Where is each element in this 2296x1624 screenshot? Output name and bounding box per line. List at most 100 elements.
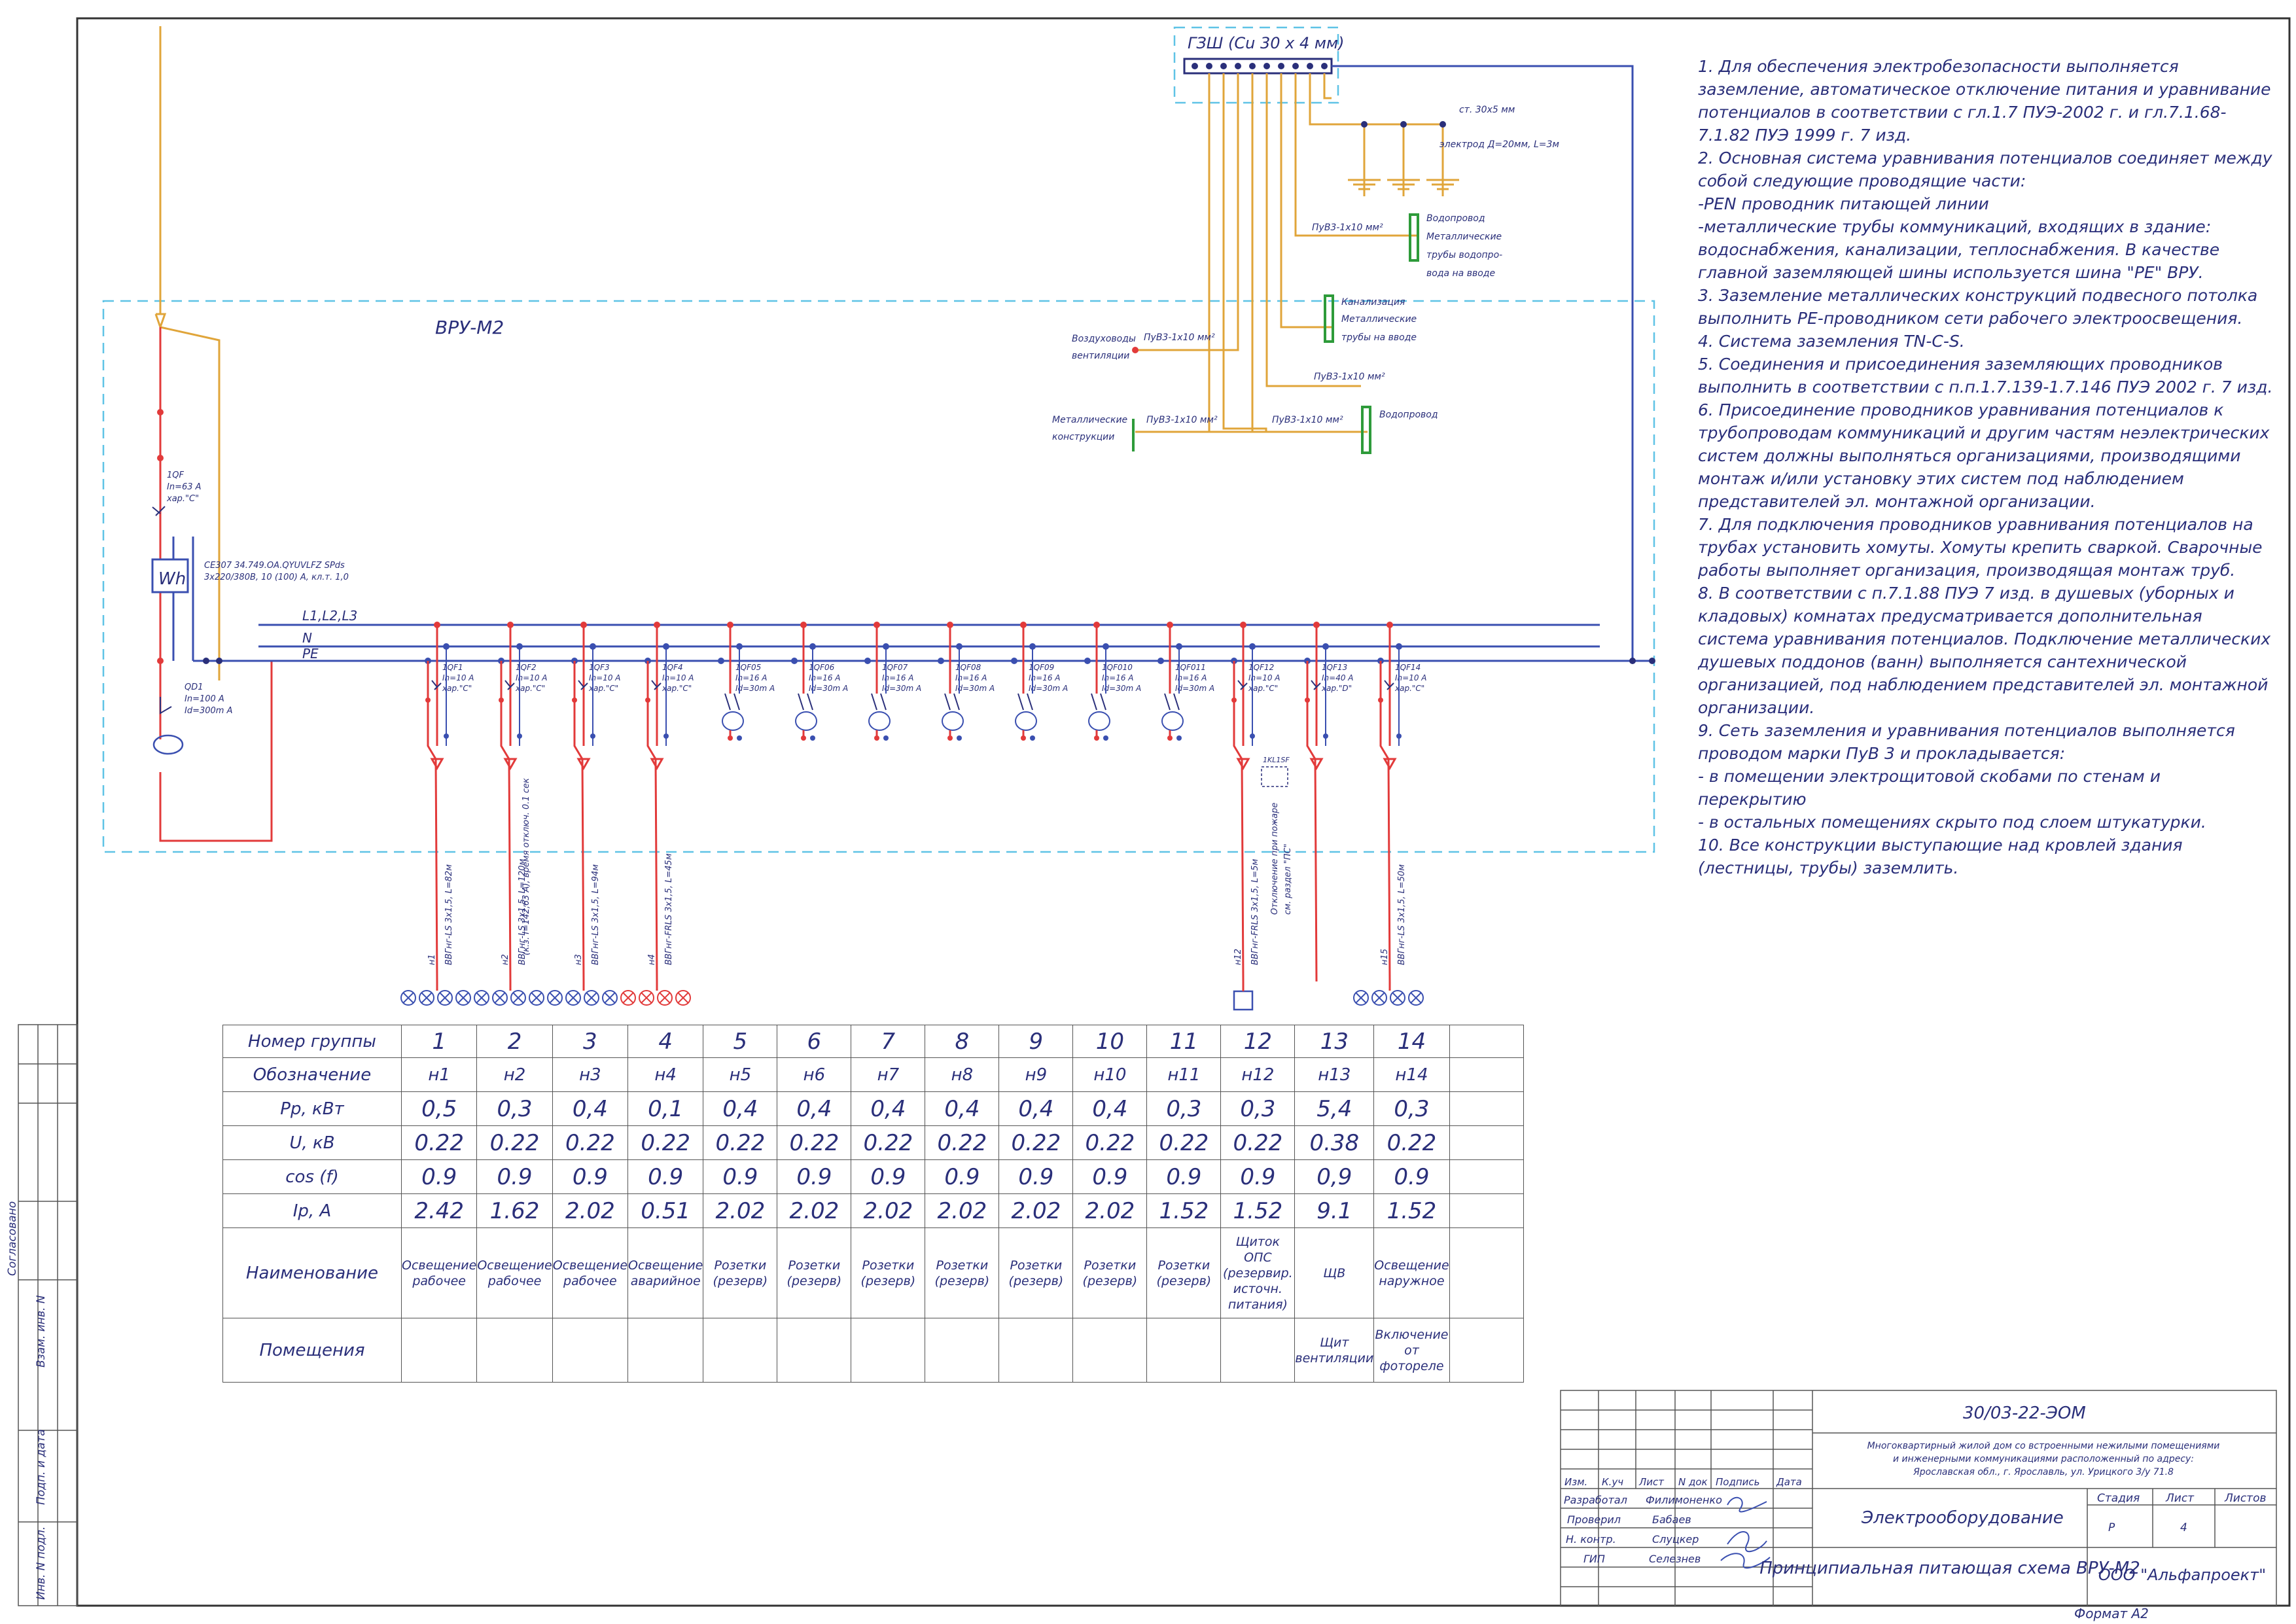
n-node bbox=[1250, 733, 1255, 739]
table-cell: 2.02 bbox=[1072, 1193, 1148, 1228]
breaker-label: 1QF13 bbox=[1322, 663, 1347, 672]
table-cell: н11 bbox=[1146, 1057, 1222, 1092]
table-cell-empty bbox=[1449, 1125, 1524, 1160]
breaker-label: In=16 A bbox=[1029, 673, 1061, 682]
table-cell: 0.22 bbox=[400, 1125, 478, 1160]
breaker-label: 1QF08 bbox=[955, 663, 981, 672]
lamp-icon bbox=[639, 990, 654, 1006]
breaker-label: 1QF14 bbox=[1395, 663, 1421, 672]
table-cell: 4 bbox=[627, 1025, 704, 1058]
pe-conductor bbox=[573, 661, 585, 982]
table-cell bbox=[552, 1318, 629, 1383]
table-cell: Розетки (резерв) bbox=[851, 1227, 926, 1318]
switch-symbol bbox=[724, 693, 740, 711]
lamp-icon bbox=[1353, 990, 1369, 1006]
table-cell: н5 bbox=[703, 1057, 778, 1092]
n-node bbox=[444, 733, 449, 739]
row-header: Наименование bbox=[222, 1227, 402, 1318]
cable-label: ВВГнг-FRLS 3х1,5, L=5м bbox=[1250, 858, 1260, 965]
line-label: н12 bbox=[1233, 949, 1243, 965]
lamp-cross bbox=[439, 992, 451, 1004]
lamp-icon bbox=[602, 990, 618, 1006]
table-cell-empty bbox=[1449, 1318, 1524, 1383]
table-cell: Розетки (резерв) bbox=[925, 1227, 1000, 1318]
breaker-label: 1QF09 bbox=[1029, 663, 1054, 672]
table-cell: н2 bbox=[476, 1057, 553, 1092]
lamp-icon bbox=[565, 990, 581, 1006]
table-cell: 0.9 bbox=[1072, 1159, 1148, 1194]
vru-label: ВРУ-М2 bbox=[435, 317, 504, 338]
lamp-icon bbox=[492, 990, 508, 1006]
rcd-ring bbox=[1161, 711, 1184, 731]
out-node bbox=[874, 735, 879, 741]
breaker-label: In=10 A bbox=[589, 673, 621, 682]
pe-link-line bbox=[1332, 65, 1634, 661]
lamp-cross bbox=[677, 992, 689, 1004]
table-cell: Включение от фотореле bbox=[1373, 1318, 1450, 1383]
table-cell: 3 bbox=[552, 1025, 629, 1058]
group13-note-2: см. раздел "ПС" bbox=[1283, 843, 1293, 915]
stamp-stage-headers: Стадия Лист Листов bbox=[2097, 1492, 2267, 1505]
table-cell: Щит вентиляции bbox=[1294, 1318, 1375, 1383]
duct-node bbox=[1132, 347, 1139, 353]
table-cell: 0,4 bbox=[777, 1091, 852, 1126]
svg-text:Дата: Дата bbox=[1776, 1476, 1802, 1488]
lamp-icon bbox=[584, 990, 599, 1006]
table-cell bbox=[1072, 1318, 1148, 1383]
line-label: н15 bbox=[1380, 949, 1390, 965]
note-item: -металлические трубы коммуникаций, входя… bbox=[1698, 217, 2225, 282]
note-item: 4. Система заземления TN-C-S. bbox=[1698, 332, 1965, 351]
side-label-agreed: Согласовано bbox=[6, 1201, 19, 1276]
table-cell: 0.22 bbox=[925, 1125, 1000, 1160]
breaker-label: хар."С" bbox=[515, 684, 545, 693]
table-cell: Освещение наружное bbox=[1373, 1227, 1450, 1318]
tap-pe bbox=[1011, 658, 1017, 664]
table-cell: Освещение рабочее bbox=[476, 1227, 553, 1318]
cable-label: ВВГнг-LS 3х1,5, L=50м bbox=[1397, 864, 1407, 965]
n-node bbox=[517, 733, 522, 739]
table-cell: 0,4 bbox=[1072, 1091, 1148, 1126]
svg-text:ПуВ3-1х10 мм²: ПуВ3-1х10 мм² bbox=[1314, 372, 1385, 382]
breaker-symbol bbox=[431, 680, 442, 690]
incoming-feeder bbox=[154, 26, 273, 842]
breaker-symbol bbox=[1311, 680, 1321, 690]
table-cell: 0,3 bbox=[1373, 1091, 1450, 1126]
breaker-label: In=10 A bbox=[1395, 673, 1427, 682]
breaker-label: 1QF1 bbox=[442, 663, 463, 672]
breaker-label: хар."D" bbox=[1321, 684, 1352, 693]
out-node bbox=[1030, 735, 1035, 741]
title-block bbox=[1560, 1390, 2277, 1607]
note-item: 8. В соответствии с п.7.1.88 ПУЭ 7 изд. … bbox=[1698, 584, 2276, 717]
lamp-icon bbox=[675, 990, 691, 1006]
switch-symbol bbox=[798, 693, 813, 711]
table-cell: 0.9 bbox=[851, 1159, 926, 1194]
table-cell: 2 bbox=[476, 1025, 553, 1058]
input-nodes bbox=[157, 409, 164, 664]
group13-note-1: Отключение при пожаре bbox=[1270, 803, 1280, 915]
breaker-label: Id=30m A bbox=[1102, 684, 1141, 693]
table-cell: 13 bbox=[1294, 1025, 1375, 1058]
stamp-project-1: Многоквартирный жилой дом со встроенными… bbox=[1867, 1441, 2220, 1451]
breaker-label: In=10 A bbox=[442, 673, 474, 682]
sheet-frame bbox=[76, 17, 2291, 1607]
bonding-conductors bbox=[1135, 73, 1444, 433]
svg-text:ПуВ3-1х10 мм²: ПуВ3-1х10 мм² bbox=[1144, 332, 1215, 343]
note-item: 3. Заземление металлических конструкций … bbox=[1698, 286, 2263, 328]
breaker-label: хар."С" bbox=[1248, 684, 1278, 693]
table-cell: 2.02 bbox=[925, 1193, 1000, 1228]
pe-conductor bbox=[646, 661, 658, 982]
vru-enclosure bbox=[102, 300, 1655, 853]
lamp-icon bbox=[474, 990, 489, 1006]
lamp-icon bbox=[657, 990, 673, 1006]
svg-text:QD1: QD1 bbox=[185, 682, 203, 692]
breaker-label: 1QF011 bbox=[1175, 663, 1206, 672]
table-cell: 0,4 bbox=[851, 1091, 926, 1126]
switch-symbol bbox=[944, 693, 960, 711]
n-node bbox=[590, 733, 595, 739]
svg-text:ПуВ3-1х10 мм²: ПуВ3-1х10 мм² bbox=[1312, 222, 1383, 233]
